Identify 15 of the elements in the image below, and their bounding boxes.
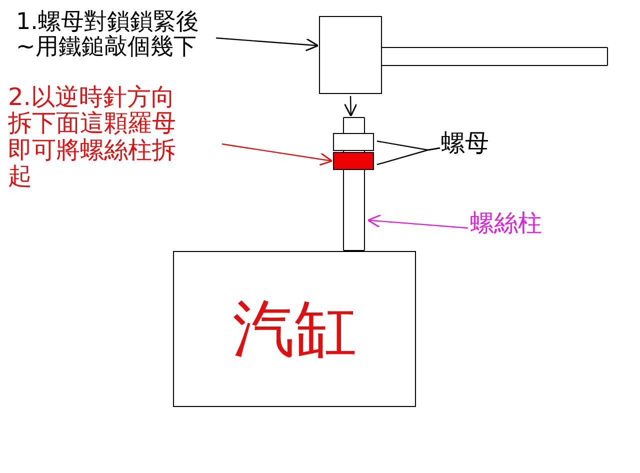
instruction-text: 1.螺母對鎖鎖緊後~用鐵鎚敲個幾下 — [16, 10, 200, 61]
cylinder-box — [173, 251, 416, 407]
arrow — [344, 96, 358, 117]
hammer-handle — [381, 47, 608, 66]
leader-line — [376, 147, 440, 166]
nut — [333, 133, 374, 151]
arrow — [216, 37, 319, 52]
instruction-text: 2.以逆時針方向拆下面這顆羅母即可將螺絲柱拆起 — [8, 84, 177, 190]
arrow — [367, 214, 468, 229]
nut — [333, 152, 374, 170]
part-label: 螺母 — [441, 130, 490, 156]
arrow — [222, 143, 333, 166]
part-label: 螺絲柱 — [470, 210, 543, 236]
hammer-head — [319, 16, 382, 94]
cylinder-label: 汽缸 — [232, 294, 356, 364]
